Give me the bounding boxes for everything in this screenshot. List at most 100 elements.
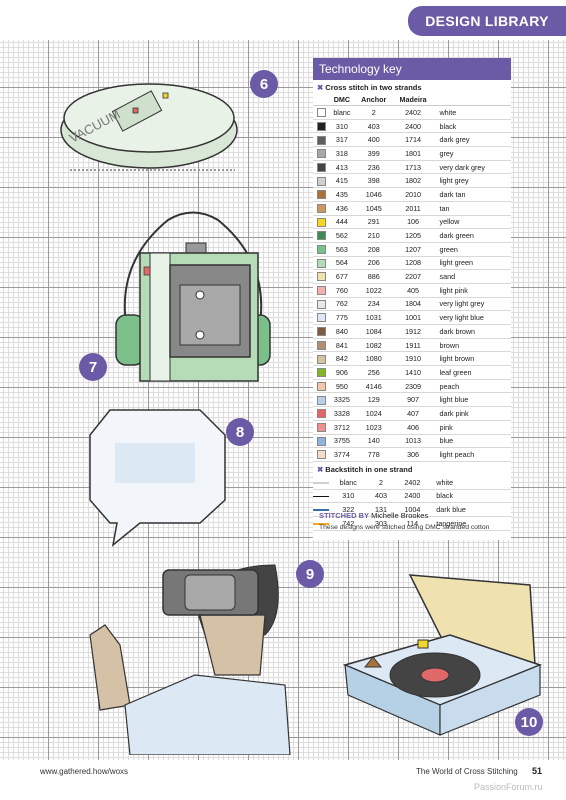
cell-dmc: 415 bbox=[329, 173, 355, 189]
cell-anchor: 1045 bbox=[354, 201, 393, 216]
cell-madeira: 1714 bbox=[392, 132, 434, 148]
record-player-motif bbox=[342, 574, 543, 736]
backstitch-heading-text: Backstitch in one strand bbox=[325, 464, 413, 474]
colour-swatch-icon bbox=[316, 313, 326, 323]
symbol-swatch bbox=[313, 392, 329, 408]
cell-name: light grey bbox=[433, 173, 511, 189]
vr-person-motif bbox=[89, 564, 291, 755]
cell-name: green bbox=[433, 242, 511, 257]
line-swatch bbox=[313, 516, 329, 531]
cell-dmc: 677 bbox=[329, 269, 355, 284]
colour-swatch-icon bbox=[316, 327, 326, 337]
symbol-column-header bbox=[313, 94, 329, 106]
cell-dmc: 950 bbox=[329, 379, 355, 394]
cell-madeira: 2011 bbox=[392, 201, 434, 216]
cell-anchor: 778 bbox=[354, 447, 393, 462]
cell-name: dark grey bbox=[433, 132, 511, 148]
cell-anchor: 1046 bbox=[354, 187, 393, 202]
line-swatch bbox=[313, 502, 329, 517]
page-header: DESIGN LIBRARY bbox=[0, 0, 566, 40]
cell-dmc: 760 bbox=[329, 283, 355, 298]
cell-anchor: 399 bbox=[354, 146, 393, 161]
cell-dmc: 310 bbox=[329, 489, 368, 504]
cell-anchor: 398 bbox=[354, 173, 393, 189]
cell-anchor: 1080 bbox=[354, 351, 393, 367]
cell-madeira: 1013 bbox=[392, 434, 434, 449]
cell-madeira: 2400 bbox=[392, 119, 434, 134]
speech-bubble-motif bbox=[89, 409, 226, 547]
cassette-player-motif bbox=[115, 211, 271, 382]
cell-name: very light blue bbox=[433, 310, 511, 325]
backstitch-heading: ✖Backstitch in one strand bbox=[313, 462, 511, 476]
cell-madeira: 2402 bbox=[394, 475, 431, 490]
colour-swatch-icon bbox=[316, 272, 326, 282]
colour-swatch-icon bbox=[316, 422, 326, 432]
cell-anchor: 1084 bbox=[354, 324, 393, 339]
cell-madeira: 2402 bbox=[392, 105, 434, 120]
symbol-swatch bbox=[313, 406, 329, 421]
cell-name: tan bbox=[433, 201, 511, 216]
symbol-swatch bbox=[313, 119, 329, 134]
page-footer bbox=[0, 760, 566, 800]
cell-anchor: 210 bbox=[354, 228, 393, 243]
cell-dmc: 310 bbox=[329, 119, 355, 134]
cell-anchor: 1023 bbox=[354, 420, 393, 435]
cross-stitch-heading: ✖Cross stitch in two strands bbox=[313, 80, 511, 94]
cell-anchor: 403 bbox=[367, 489, 395, 504]
cell-madeira: 406 bbox=[392, 420, 434, 435]
cell-madeira: 907 bbox=[392, 392, 434, 408]
cell-dmc: 435 bbox=[329, 187, 355, 202]
colour-swatch-icon bbox=[316, 162, 326, 172]
cell-madeira: 2207 bbox=[392, 269, 434, 284]
magazine-title: The World of Cross Stitching bbox=[416, 767, 518, 776]
cell-dmc: 413 bbox=[329, 160, 355, 175]
symbol-swatch bbox=[313, 187, 329, 202]
cell-name: very light grey bbox=[433, 297, 511, 312]
cell-madeira: 1410 bbox=[392, 365, 434, 380]
symbol-swatch bbox=[313, 297, 329, 312]
cell-name: light blue bbox=[433, 392, 511, 408]
symbol-swatch bbox=[313, 105, 329, 120]
page-number: 51 bbox=[532, 766, 543, 776]
colour-swatch-icon bbox=[316, 340, 326, 350]
key-title: Technology key bbox=[313, 58, 511, 80]
cell-madeira: 1208 bbox=[392, 256, 434, 271]
section-tab: DESIGN LIBRARY bbox=[408, 6, 566, 36]
cell-anchor: 2 bbox=[354, 105, 393, 120]
symbol-swatch bbox=[313, 269, 329, 284]
cell-anchor: 1022 bbox=[354, 283, 393, 298]
cell-anchor: 236 bbox=[354, 160, 393, 175]
badge-6: 6 bbox=[250, 70, 278, 98]
name-column-header bbox=[433, 94, 511, 106]
cross-heading-text: Cross stitch in two strands bbox=[325, 83, 422, 92]
cell-name: dark green bbox=[433, 228, 511, 243]
cell-dmc: 318 bbox=[329, 146, 355, 161]
technology-key: Technology key ✖Cross stitch in two stra… bbox=[313, 58, 511, 540]
footer-url[interactable]: www.gathered.how/woxs bbox=[40, 767, 129, 776]
column-header: Madeira bbox=[392, 94, 434, 106]
cell-madeira: 1207 bbox=[392, 242, 434, 257]
cell-madeira: 1001 bbox=[392, 310, 434, 325]
backstitch-line-icon bbox=[313, 482, 329, 484]
symbol-swatch bbox=[313, 132, 329, 148]
colour-swatch-icon bbox=[316, 217, 326, 227]
cell-anchor: 234 bbox=[354, 297, 393, 312]
line-swatch bbox=[313, 489, 329, 504]
cell-dmc: 563 bbox=[329, 242, 355, 257]
cell-dmc: 564 bbox=[329, 256, 355, 271]
symbol-swatch bbox=[313, 173, 329, 189]
colour-swatch-icon bbox=[316, 203, 326, 213]
